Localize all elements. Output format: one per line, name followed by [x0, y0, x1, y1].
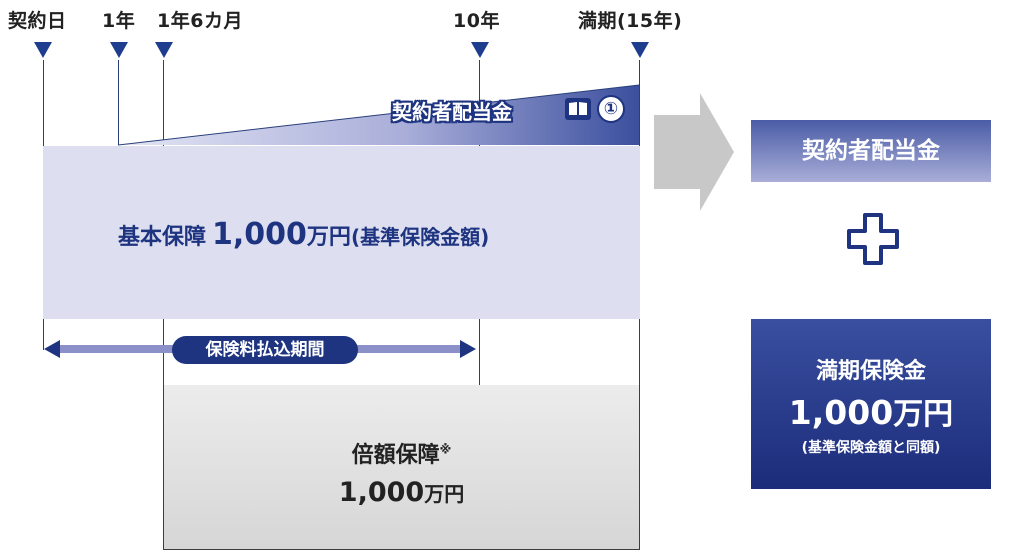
arrow-right-icon — [654, 93, 734, 211]
double-coverage-num: 1,000 — [338, 477, 425, 508]
double-coverage-title: 倍額保障※ — [164, 437, 639, 469]
marker-year-10 — [471, 42, 489, 58]
maturity-title: 満期保険金 — [815, 359, 926, 384]
label-contract-date: 契約日 — [8, 10, 67, 32]
double-coverage-mark: ※ — [439, 442, 452, 457]
dividend-wedge — [117, 84, 640, 146]
double-coverage-amount: 1,000万円 — [164, 477, 639, 508]
label-year-1-6m: 1年6カ月 — [157, 10, 243, 32]
maturity-amount: 1,000万円 — [751, 389, 991, 433]
result-maturity-box: 満期保険金 1,000万円 (基準保険金額と同額) — [751, 319, 991, 489]
maturity-num: 1,000 — [788, 393, 894, 432]
basic-coverage-unit: 万円 — [306, 225, 351, 250]
maturity-note: (基準保険金額と同額) — [801, 440, 941, 456]
label-year-1: 1年 — [102, 10, 136, 32]
premium-period-label: 保険料払込期間 — [172, 336, 358, 364]
guide-line-year-1 — [118, 60, 119, 145]
double-coverage-box: 倍額保障※ 1,000万円 — [163, 385, 640, 550]
double-coverage-unit: 万円 — [424, 482, 465, 506]
basic-coverage-note: (基準保険金額) — [350, 225, 490, 249]
maturity-unit: 万円 — [893, 397, 954, 432]
double-coverage-label: 倍額保障 — [351, 443, 440, 468]
label-maturity: 満期(15年) — [578, 10, 683, 32]
marker-year-1 — [110, 42, 128, 58]
dividend-label: 契約者配当金 — [392, 100, 512, 124]
label-year-10: 10年 — [453, 10, 500, 32]
basic-coverage-amount: 1,000 — [212, 217, 307, 252]
plus-icon — [847, 213, 899, 265]
marker-contract-date — [34, 42, 52, 58]
marker-maturity — [631, 42, 649, 58]
marker-year-1-6m — [155, 42, 173, 58]
basic-coverage-box — [43, 146, 640, 319]
basic-coverage-label: 基本保障 — [118, 225, 207, 250]
ref-number-1[interactable]: ① — [597, 95, 625, 123]
result-dividend-box: 契約者配当金 — [751, 120, 991, 182]
book-icon[interactable] — [565, 98, 591, 120]
